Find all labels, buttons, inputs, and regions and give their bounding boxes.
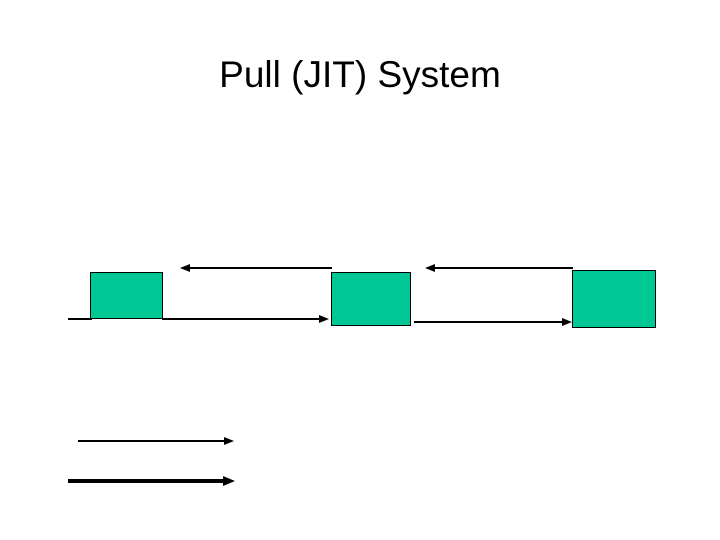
legend-arrow-thick-arrowhead-icon [223, 476, 235, 486]
process-box-process[interactable] [331, 272, 411, 326]
pull-arrow-2-line [435, 267, 573, 269]
pull-arrow-1-arrowhead-icon [180, 264, 190, 272]
flow-arrow-1-line [162, 318, 319, 320]
legend-arrow-thick-line [68, 479, 225, 483]
process-box-customer[interactable] [572, 270, 656, 328]
legend-arrow-thin-arrowhead-icon [224, 437, 234, 445]
page-title: Pull (JIT) System [219, 54, 501, 95]
pull-arrow-1-line [190, 267, 332, 269]
flow-arrow-2-arrowhead-icon [562, 318, 572, 326]
pull-arrow-2-arrowhead-icon [425, 264, 435, 272]
flow-arrow-2-line [414, 321, 562, 323]
flow-arrow-1-start-stub [68, 318, 92, 320]
process-box-supplier[interactable] [90, 272, 163, 319]
legend-arrow-thin-line [78, 440, 226, 442]
flow-arrow-1-arrowhead-icon [319, 315, 329, 323]
